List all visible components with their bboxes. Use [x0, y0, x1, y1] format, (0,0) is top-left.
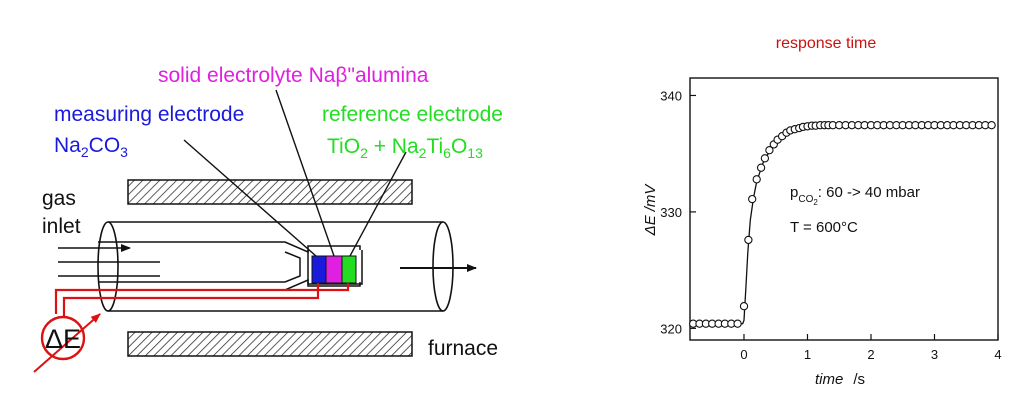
y-axis-label: ΔE/mV	[642, 183, 659, 237]
reference-electrode-block	[341, 255, 357, 284]
data-point	[739, 302, 749, 311]
chart-title: response time	[776, 35, 877, 52]
x-tick-label: 2	[867, 347, 874, 362]
solid-electrolyte-block	[325, 255, 343, 284]
furnace-label: furnace	[428, 337, 498, 360]
sensor-diagram: ΔE solid electrolyte Naβ"alumina measuri…	[33, 64, 503, 373]
data-point	[987, 121, 996, 130]
sensor-housing	[307, 250, 363, 285]
solid-electrolyte-label: solid electrolyte Naβ"alumina	[158, 64, 429, 87]
inlet-label: inlet	[42, 215, 81, 238]
data-point	[756, 163, 766, 172]
data-point	[752, 175, 761, 184]
x-tick-label: 3	[931, 347, 938, 362]
data-point	[765, 146, 774, 155]
furnace-bottom-block	[127, 331, 413, 357]
plot-frame	[689, 77, 999, 341]
x-tick-label: 1	[804, 347, 811, 362]
data-points	[689, 121, 996, 328]
reference-electrode-label: reference electrode	[322, 103, 503, 126]
measuring-electrode-block	[311, 255, 327, 284]
pointer-lines	[183, 89, 407, 257]
axis-ticks: 0 1 2 3 4 320 330 340	[660, 88, 1001, 362]
x-axis-label: time/s	[815, 371, 865, 388]
reference-electrode-formula: TiO2 + Na2Ti6O13	[327, 135, 483, 161]
y-tick-label: 320	[660, 321, 682, 336]
gas-label: gas	[42, 187, 76, 210]
voltmeter-needle-arrow	[33, 313, 101, 373]
measuring-electrode-formula: Na2CO3	[54, 134, 128, 160]
measuring-electrode-label: measuring electrode	[54, 103, 244, 126]
data-point	[733, 319, 742, 328]
furnace-top-block	[127, 179, 413, 205]
x-tick-label: 4	[994, 347, 1001, 362]
x-tick-label: 0	[740, 347, 747, 362]
data-point	[744, 235, 753, 245]
gas-inlet-arrows	[58, 244, 160, 277]
pressure-annotation: pCO2: 60 -> 40 mbar	[790, 184, 920, 207]
delta-e-label: ΔE	[45, 324, 81, 354]
response-chart: response time 0 1 2 3 4 320 330 340 ΔE/mV time/…	[642, 35, 1002, 388]
temperature-annotation: T = 600°C	[790, 219, 858, 236]
y-tick-label: 340	[660, 88, 682, 103]
data-point	[748, 194, 757, 204]
voltmeter-circle	[40, 315, 86, 361]
outer-tube	[97, 221, 454, 312]
y-tick-label: 330	[660, 205, 682, 220]
data-point	[760, 154, 770, 163]
